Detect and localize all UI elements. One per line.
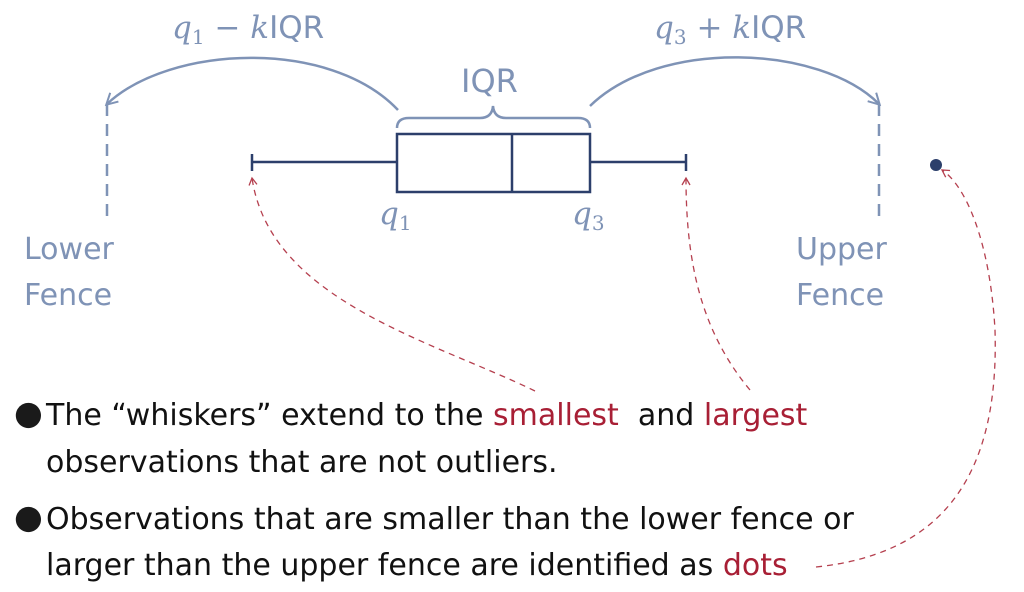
upper-fence-label-line2: Fence [796, 278, 885, 313]
iqr-label: IQR [461, 62, 518, 100]
lower-fence-label-line1: Lower [24, 232, 114, 267]
arrow-to-largest [681, 176, 751, 391]
arrow-to-smallest [248, 176, 536, 392]
lower-fence-formula: q1 − kIQR [172, 10, 325, 49]
upper-fence-formula: q3 + kIQR [654, 10, 807, 49]
iqr-brace [395, 105, 592, 129]
highlight-largest: largest [703, 398, 808, 433]
bullet-2-line-1: Observations that are smaller than the l… [46, 502, 854, 537]
q1-label: q1 [379, 196, 412, 235]
highlight-dots: dots [722, 548, 788, 583]
bullet-icon: ● [14, 497, 43, 536]
upper-fence-arc [589, 56, 879, 107]
outlier-dot [930, 159, 942, 171]
upper-fence-label-line1: Upper [796, 232, 887, 267]
iqr-box [395, 132, 592, 194]
lower-fence-arc [107, 56, 399, 111]
bullet-1-line-1: The “whiskers” extend to the smallest an… [46, 398, 808, 433]
q3-label: q3 [572, 196, 605, 235]
bullet-icon: ● [14, 393, 43, 432]
bullet-1-line-2: observations that are not outliers. [46, 445, 558, 480]
arrow-to-dots [815, 169, 996, 568]
lower-fence-label-line2: Fence [24, 278, 113, 313]
bullet-2-line-2: larger than the upper fence are identifi… [46, 548, 788, 583]
highlight-smallest: smallest [493, 398, 619, 433]
